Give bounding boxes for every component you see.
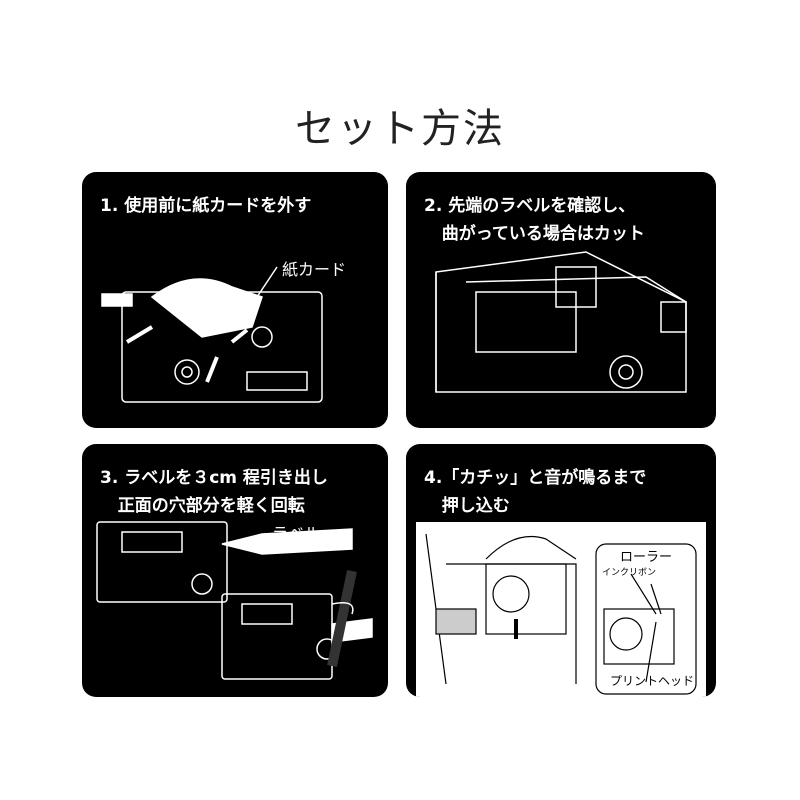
- roller-label: ローラー: [620, 550, 673, 565]
- label-tape-label: ラベル: [272, 524, 321, 543]
- step-2-caption: 2. 先端のラベルを確認し、 曲がっている場合はカット: [424, 196, 645, 244]
- step-3-caption: 3. ラベルを３cm 程引き出し 正面の穴部分を軽く回転: [100, 468, 328, 516]
- ink-ribbon-label: インクリボン: [602, 568, 657, 578]
- step-1-caption: 1. 使用前に紙カードを外す: [100, 196, 312, 216]
- paper-card-label: 紙カード: [282, 260, 347, 279]
- step-4-caption: 4.「カチッ」と音が鳴るまで 押し込む: [424, 468, 647, 516]
- page-title: セット方法: [295, 106, 505, 152]
- step-2-panel: 2. 先端のラベルを確認し、 曲がっている場合はカット: [406, 172, 716, 428]
- printer-illustration: [416, 522, 706, 697]
- cassette-illustration: [96, 521, 373, 680]
- step-4-panel: 4.「カチッ」と音が鳴るまで 押し込む ローラー インクリボン プリントヘッド: [406, 444, 716, 697]
- cassette-illustration: [435, 251, 687, 393]
- step-1-panel: 1. 使用前に紙カードを外す 紙カード: [82, 172, 388, 428]
- cassette-illustration: [101, 266, 323, 403]
- step-3-panel: 3. ラベルを３cm 程引き出し 正面の穴部分を軽く回転 ラベル: [82, 444, 388, 697]
- print-head-label: プリントヘッド: [610, 674, 695, 688]
